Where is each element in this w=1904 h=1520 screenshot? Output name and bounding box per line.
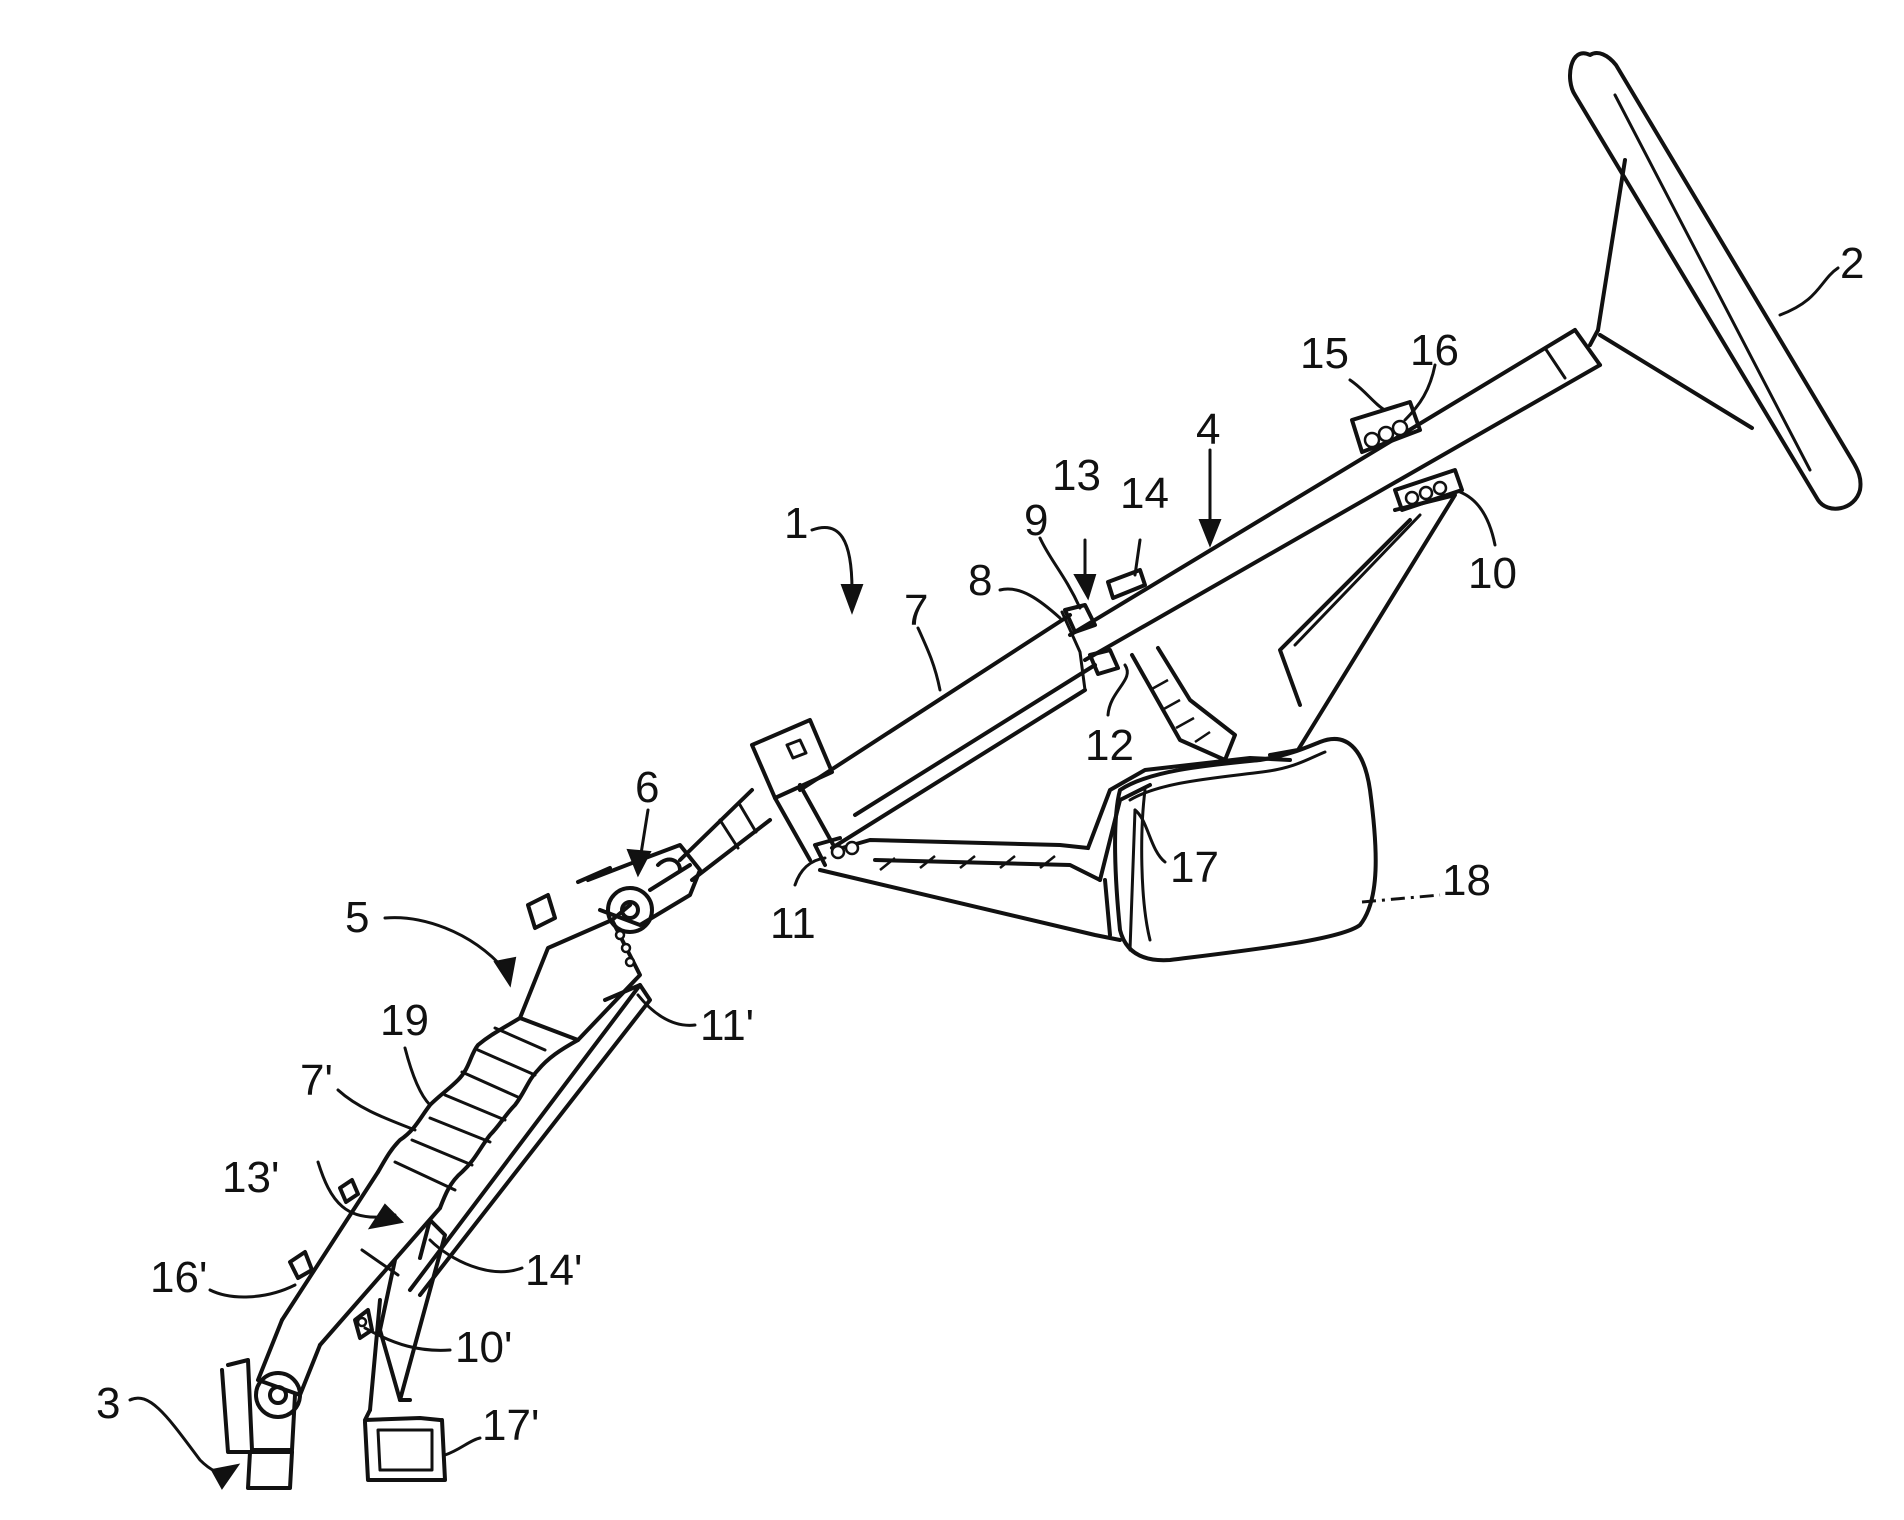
- label-13: 13: [1052, 451, 1101, 500]
- label-3: 3: [96, 1379, 120, 1428]
- label-6: 6: [635, 763, 659, 812]
- label-13-prime: 13': [222, 1153, 279, 1202]
- label-10-prime: 10': [455, 1323, 512, 1372]
- label-16-prime: 16': [150, 1253, 207, 1302]
- label-16: 16: [1410, 326, 1459, 375]
- label-4: 4: [1196, 405, 1220, 454]
- label-8: 8: [968, 556, 992, 605]
- label-11: 11: [770, 899, 816, 948]
- label-2: 2: [1840, 239, 1864, 288]
- steering-wheel: [1570, 53, 1861, 509]
- label-12: 12: [1085, 721, 1134, 770]
- label-14: 14: [1120, 469, 1169, 518]
- label-5: 5: [345, 893, 369, 942]
- label-10: 10: [1468, 549, 1517, 598]
- label-17-prime: 17': [482, 1401, 539, 1450]
- label-9: 9: [1024, 496, 1048, 545]
- label-1: 1: [784, 499, 808, 548]
- label-14-prime: 14': [525, 1246, 582, 1295]
- label-11-prime: 11': [700, 1001, 754, 1050]
- label-19: 19: [380, 996, 429, 1045]
- mid-bracket: [1132, 648, 1235, 760]
- label-15: 15: [1300, 329, 1349, 378]
- label-18: 18: [1442, 856, 1491, 905]
- label-7: 7: [904, 586, 928, 635]
- lower-column: [222, 895, 640, 1488]
- label-17: 17: [1170, 843, 1219, 892]
- upper-bracket: [1270, 495, 1455, 755]
- label-7-prime: 7': [300, 1056, 333, 1105]
